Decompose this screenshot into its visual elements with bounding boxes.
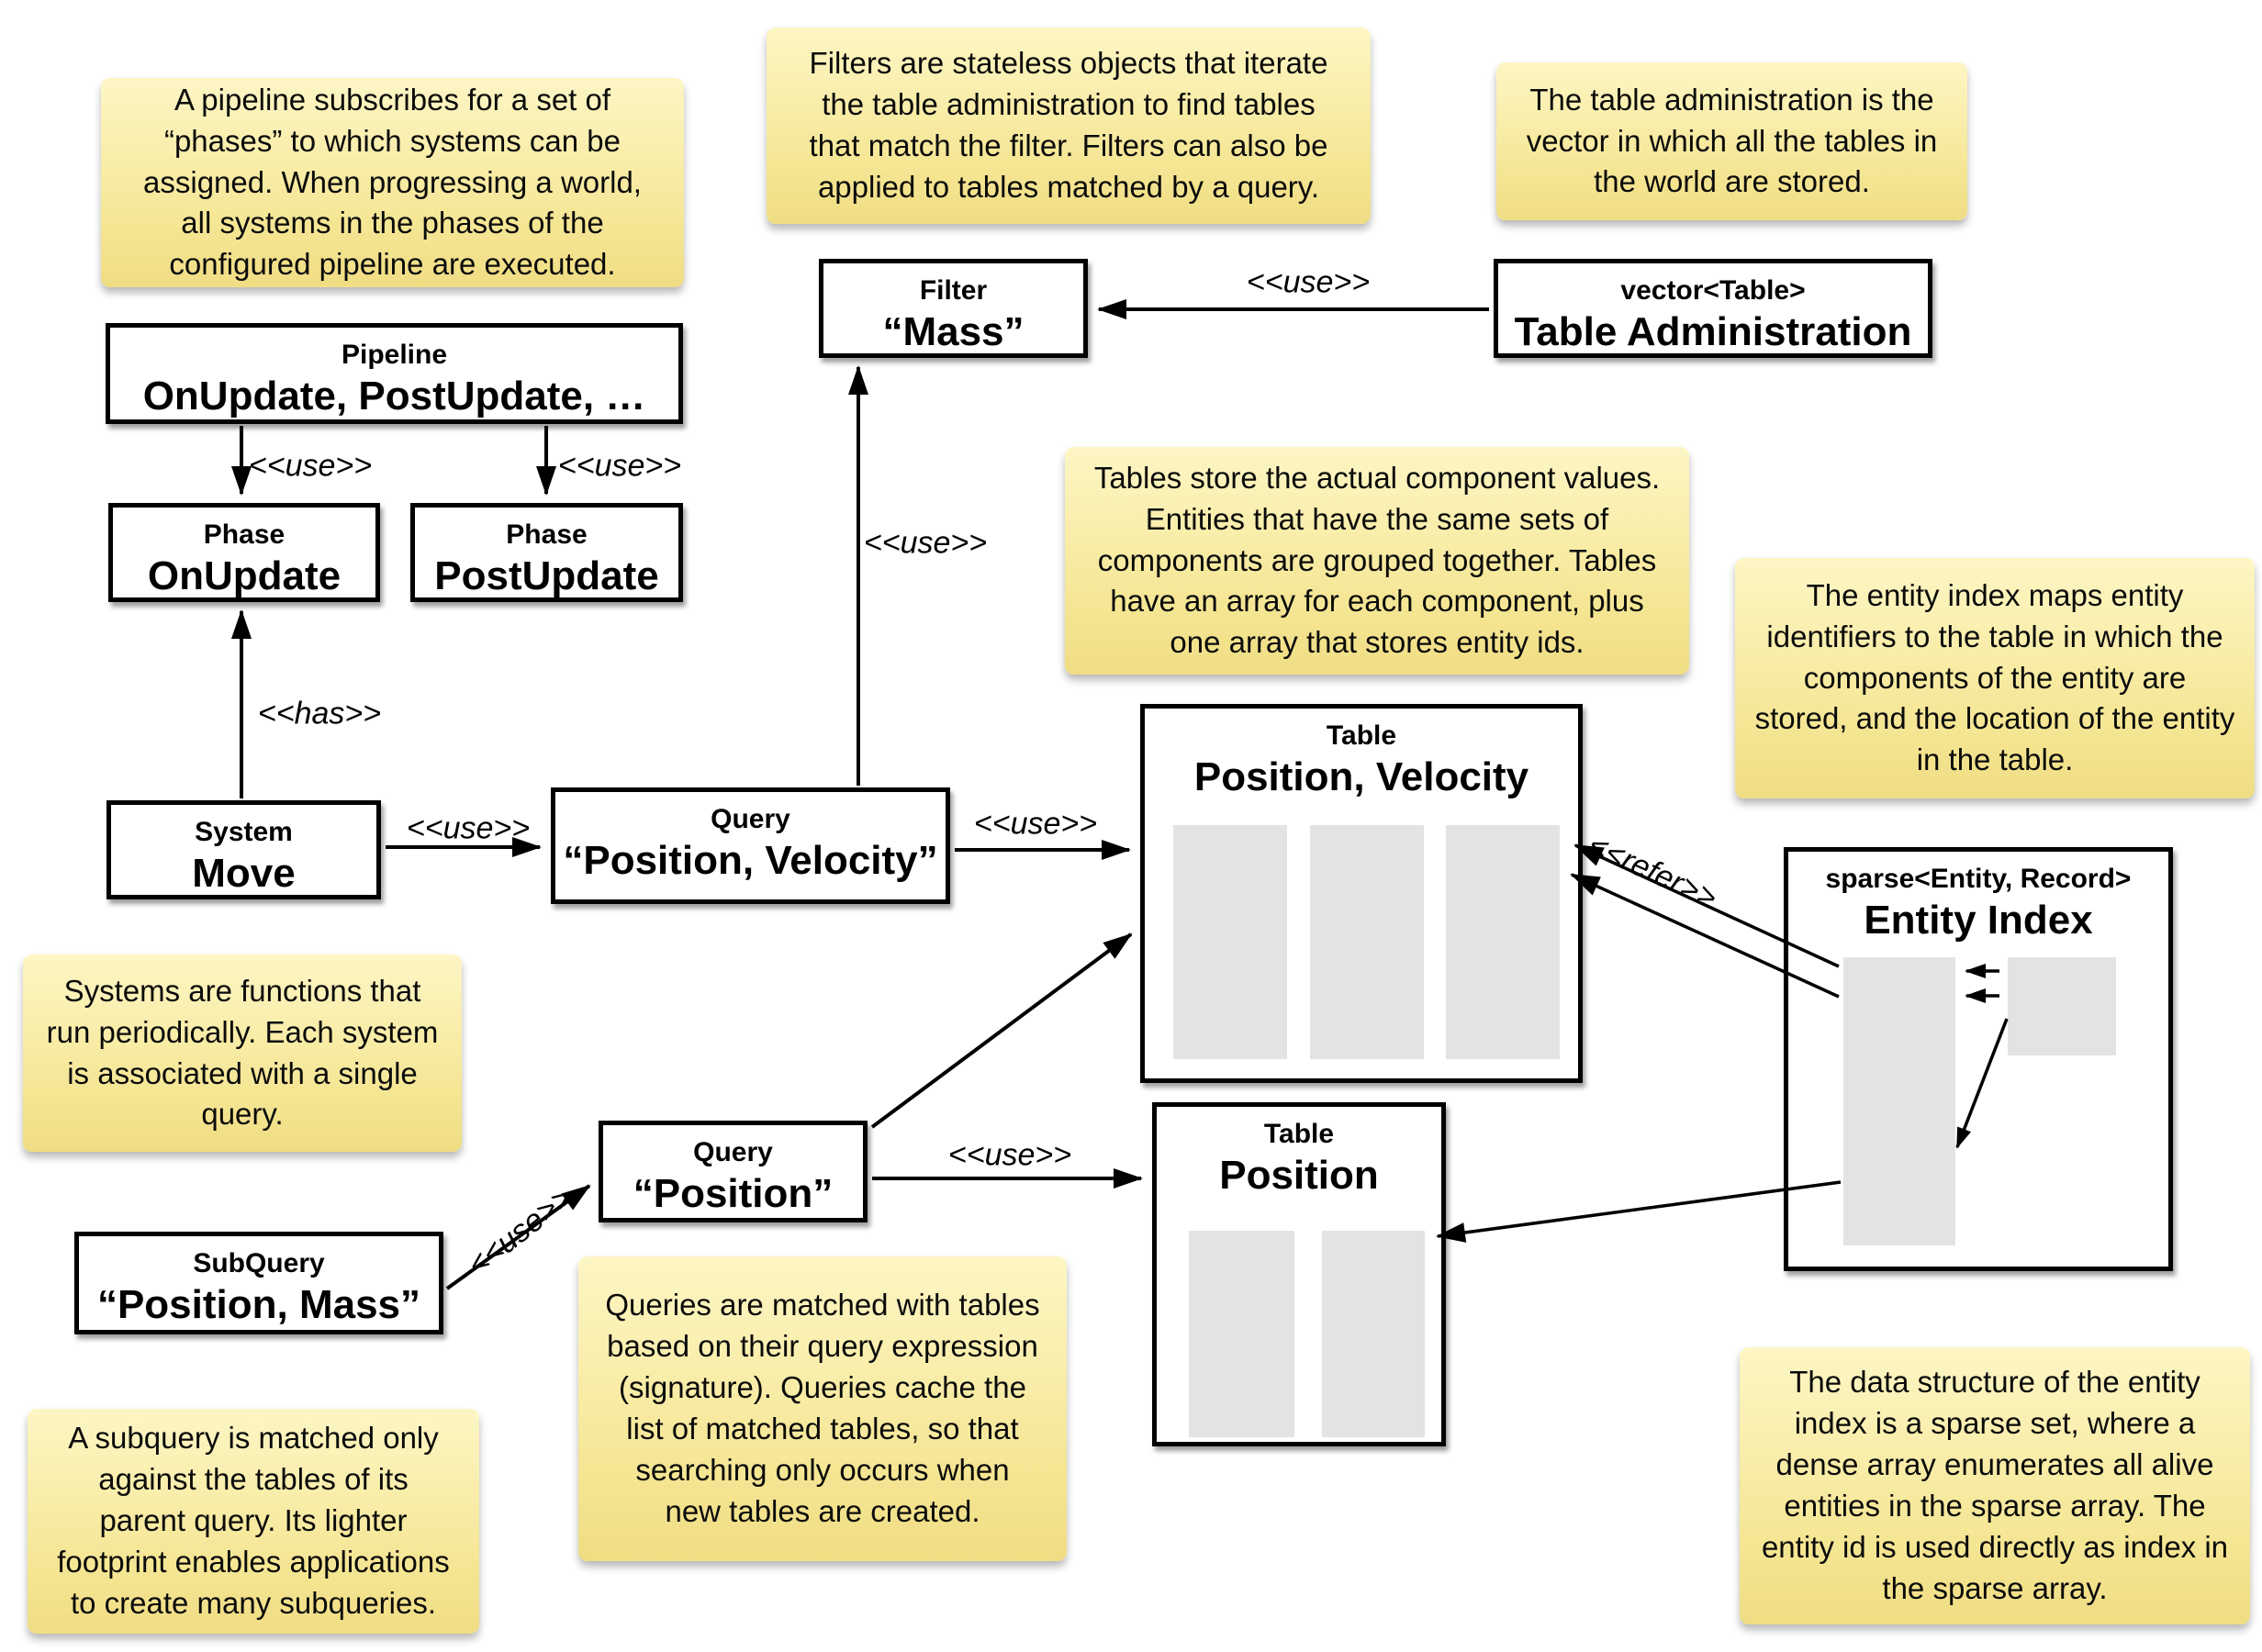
box-pipeline: Pipeline OnUpdate, PostUpdate, … [106,323,683,424]
box-table-position-stereotype: Table [1263,1119,1335,1149]
box-entity-index: sparse<Entity, Record> Entity Index [1784,847,2173,1271]
box-filter-stereotype: Filter [919,275,988,306]
box-pipeline-name: OnUpdate, PostUpdate, … [142,373,646,419]
component-array [1189,1231,1294,1437]
label-refer-entityindex-tablepv: <<refer>> [1583,827,1723,916]
box-query-position-name: “Position” [633,1170,834,1216]
note-subquery: A subquery is matched only against the t… [28,1409,479,1634]
label-use-query-filter: <<use>> [863,525,988,561]
box-system-move-stereotype: System [195,817,293,847]
component-array [1173,825,1287,1059]
edge-querypos-to-tablepv [870,932,1133,1129]
label-use-subquery-query: <<use>> [461,1179,580,1283]
label-use-tableadmin-filter: <<use>> [1246,264,1371,300]
box-query-position-stereotype: Query [693,1137,773,1167]
note-sparse-set: The data structure of the entity index i… [1740,1347,2250,1624]
component-array [1322,1231,1425,1437]
label-use-querypv-tablepv: <<use>> [973,806,1098,842]
box-phase-postupdate: Phase PostUpdate [410,503,683,602]
note-queries: Queries are matched with tables based on… [578,1256,1067,1561]
box-phase-onupdate-stereotype: Phase [203,519,286,550]
box-entity-index-name: Entity Index [1864,897,2093,943]
box-subquery: SubQuery “Position, Mass” [74,1232,443,1334]
box-query-position-velocity-stereotype: Query [711,804,790,834]
box-table-position-velocity: Table Position, Velocity [1140,704,1583,1083]
label-has-system-phase: <<has>> [257,696,382,731]
box-query-position-velocity: Query “Position, Velocity” [551,787,950,904]
component-array [1446,825,1560,1059]
box-pipeline-stereotype: Pipeline [341,340,448,370]
box-table-position-name: Position [1219,1152,1379,1198]
box-table-position-velocity-name: Position, Velocity [1193,753,1529,799]
box-phase-postupdate-name: PostUpdate [434,553,659,598]
box-table-administration-stereotype: vector<Table> [1620,275,1806,306]
box-entity-index-stereotype: sparse<Entity, Record> [1825,864,2132,894]
box-query-position-velocity-name: “Position, Velocity” [563,837,938,883]
label-use-querypos-tablepos: <<use>> [947,1137,1072,1173]
note-entity-index: The entity index maps entity identifiers… [1735,558,2255,798]
box-phase-onupdate: Phase OnUpdate [108,503,380,602]
label-use-pipeline-onupdate: <<use>> [248,448,373,484]
note-filters: Filters are stateless objects that itera… [767,28,1371,224]
note-pipeline: A pipeline subscribes for a set of “phas… [101,78,684,287]
box-subquery-stereotype: SubQuery [193,1248,325,1278]
box-query-position: Query “Position” [599,1121,868,1222]
box-phase-postupdate-stereotype: Phase [506,519,588,550]
box-table-position: Table Position [1152,1102,1446,1446]
box-table-administration: vector<Table> Table Administration [1494,259,1932,358]
box-system-move: System Move [106,800,381,899]
box-system-move-name: Move [192,850,296,896]
box-filter-mass: Filter “Mass” [819,259,1088,358]
box-subquery-name: “Position, Mass” [96,1281,421,1327]
box-phase-onupdate-name: OnUpdate [147,553,342,598]
edge-entityindex-to-tablepos [1436,1180,1842,1243]
box-filter-name: “Mass” [882,308,1025,354]
note-tables: Tables store the actual component values… [1065,447,1689,675]
box-table-position-velocity-stereotype: Table [1326,720,1397,751]
label-use-system-query: <<use>> [406,810,531,846]
dense-array [2008,957,2116,1055]
note-table-administration: The table administration is the vector i… [1496,62,1967,220]
component-array [1310,825,1424,1059]
label-use-pipeline-postupdate: <<use>> [557,448,682,484]
sparse-array [1843,957,1955,1245]
note-systems: Systems are functions that run periodica… [23,954,462,1152]
box-table-administration-name: Table Administration [1514,308,1912,354]
